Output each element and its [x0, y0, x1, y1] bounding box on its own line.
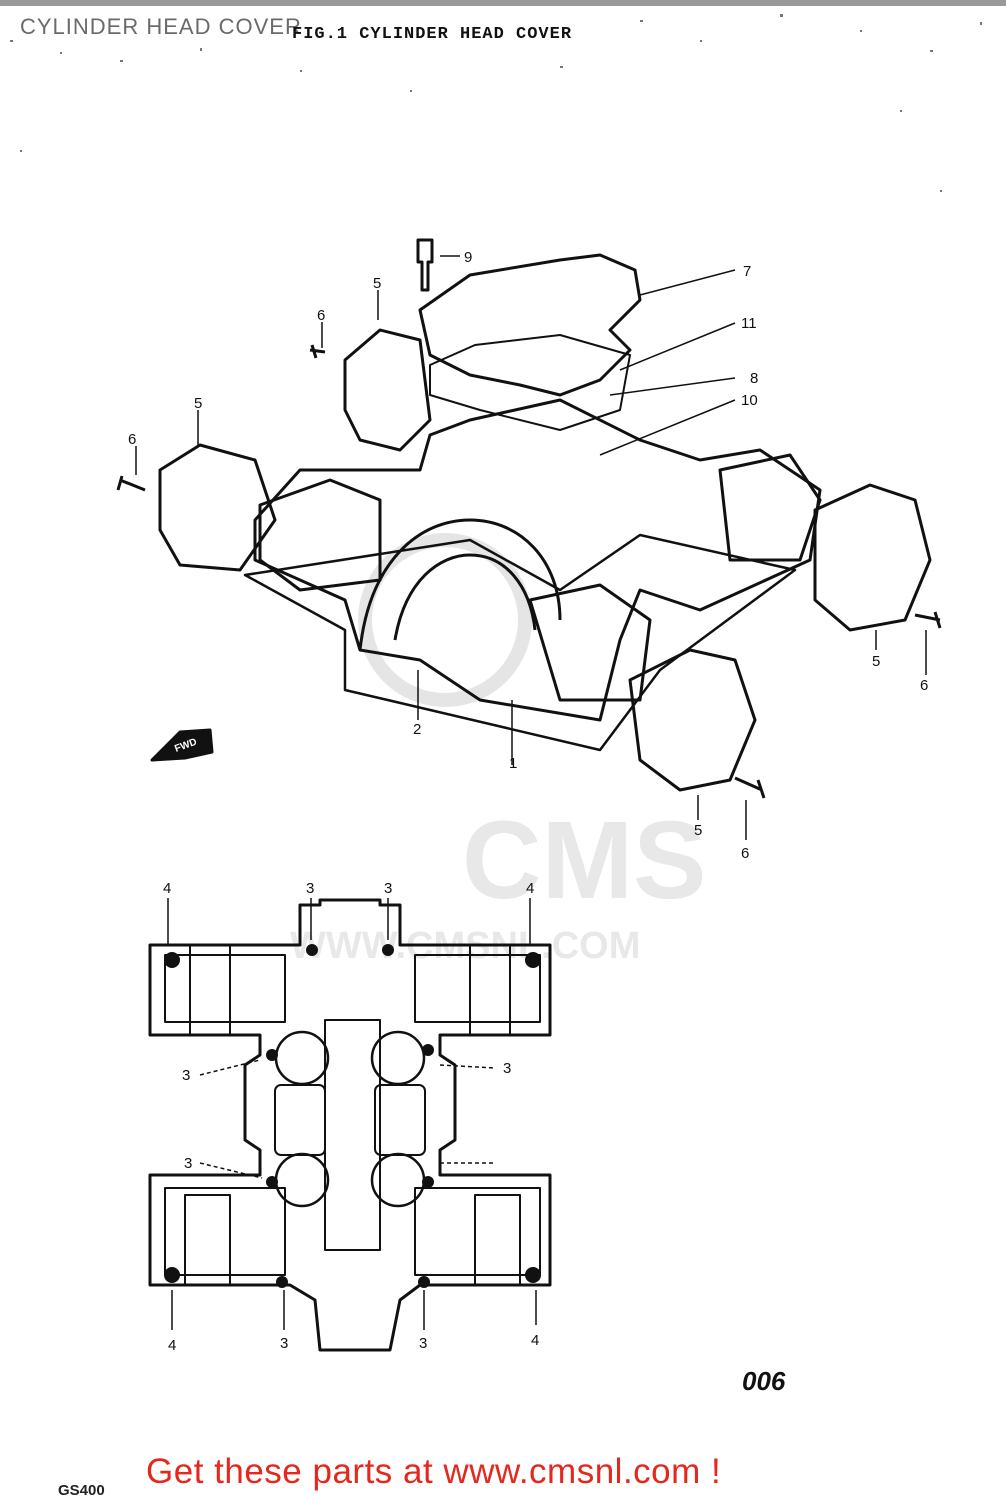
callout-5-d: 5: [694, 822, 702, 839]
callout-2: 2: [413, 721, 421, 738]
callout-4-c: 4: [168, 1337, 176, 1354]
gasket-outline: [148, 898, 552, 1352]
callout-5-b: 5: [194, 395, 202, 412]
figure-title: FIG.1 CYLINDER HEAD COVER: [292, 25, 573, 44]
callout-4-d: 4: [531, 1332, 539, 1349]
callout-7: 7: [743, 263, 751, 280]
watermark-brand: CMS: [462, 799, 706, 922]
callout-3-c: 3: [182, 1067, 190, 1084]
callout-3-b: 3: [384, 880, 392, 897]
upper-callouts: 9 7 11 8 10 5 6 5 6 5 6 5 6 2 1 FWD: [128, 249, 928, 862]
callout-9: 9: [464, 249, 472, 266]
bolt-holes: [164, 944, 541, 1288]
callout-8: 8: [750, 370, 758, 387]
gasket-plan-view: [148, 898, 552, 1352]
callout-3-g: 3: [419, 1335, 427, 1352]
end-cap-left-upper: [343, 328, 432, 452]
breather-cover: [418, 253, 642, 397]
diagram-code: 006: [742, 1366, 786, 1396]
callout-4-a: 4: [163, 880, 171, 897]
leader-lines: [135, 255, 927, 840]
cta-link[interactable]: Get these parts at www.cmsnl.com !: [146, 1452, 722, 1491]
callout-6-a: 6: [317, 307, 325, 324]
page-title: CYLINDER HEAD COVER: [20, 14, 302, 39]
watermark: CMS WWW.CMSNL.COM: [290, 533, 706, 967]
screw-6-d: [734, 776, 766, 799]
callout-6-d: 6: [741, 845, 749, 862]
callout-3-f: 3: [280, 1335, 288, 1352]
bolt-9: [416, 238, 434, 292]
callout-4-b: 4: [526, 880, 534, 897]
callout-1: 1: [509, 755, 517, 772]
end-cap-left: [158, 443, 277, 572]
callout-5-c: 5: [872, 653, 880, 670]
callout-3-e: 3: [184, 1155, 192, 1172]
callout-6-b: 6: [128, 431, 136, 448]
callout-5-a: 5: [373, 275, 381, 292]
callout-11: 11: [741, 315, 757, 332]
model-code: GS400: [58, 1482, 105, 1499]
head-cover-gasket: [243, 533, 797, 752]
screw-6-c: [914, 611, 942, 629]
gasket-leader-lines: [167, 898, 537, 1330]
fwd-arrow: [150, 728, 214, 762]
head-cover-body: [253, 398, 822, 722]
screw-6-a: [309, 344, 326, 359]
callout-3-a: 3: [306, 880, 314, 897]
callout-3-d: 3: [503, 1060, 511, 1077]
screw-6-b: [116, 475, 146, 492]
scan-noise: [0, 0, 1006, 192]
lower-callouts: 4 3 3 4 3 3 3 4 3 3 4: [163, 880, 539, 1354]
callout-6-c: 6: [920, 677, 928, 694]
end-cap-right-front: [628, 648, 757, 792]
end-cap-right: [813, 483, 932, 632]
head-cover-assembly: [116, 238, 942, 840]
callout-10: 10: [741, 392, 758, 409]
breather-gasket: [429, 334, 631, 431]
